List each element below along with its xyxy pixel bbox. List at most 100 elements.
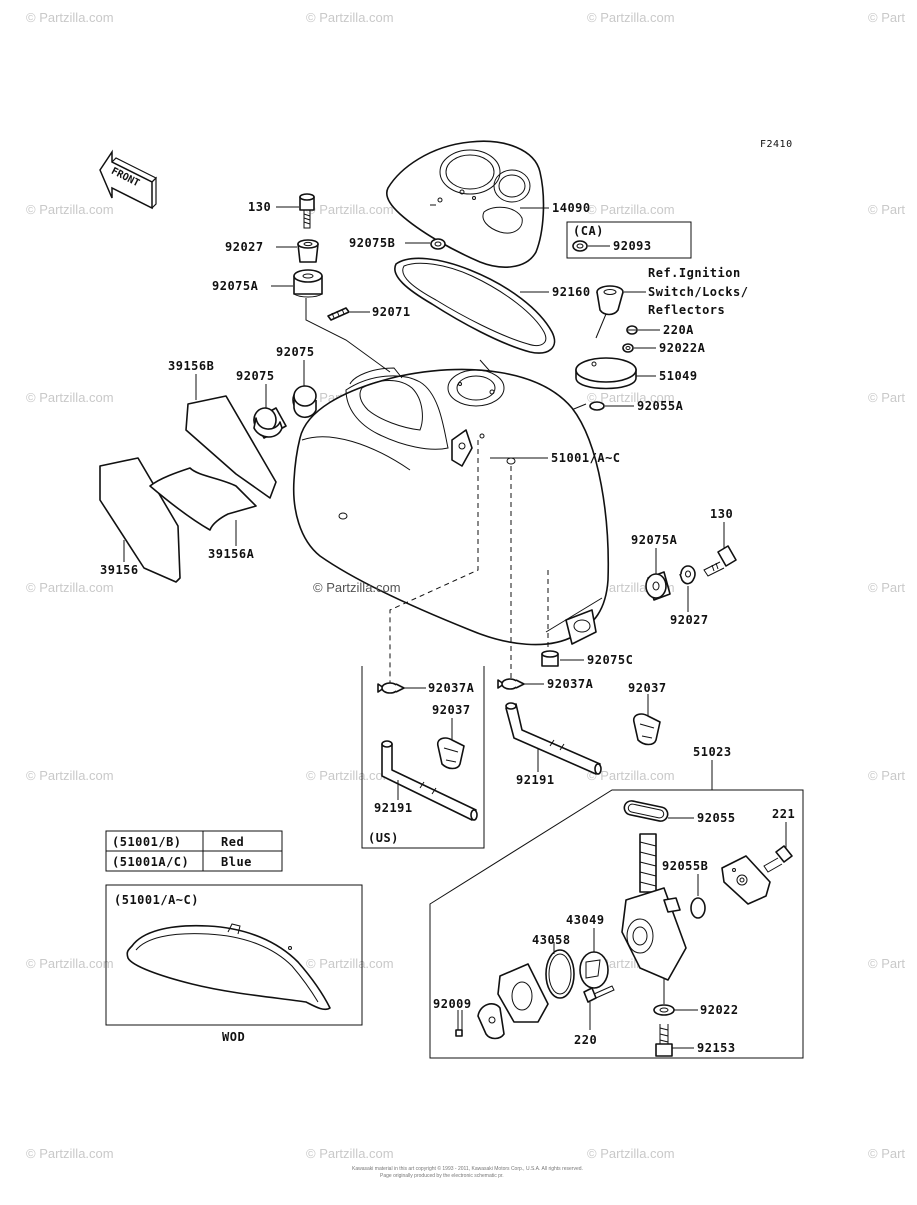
- part-label: 51001/A~C: [551, 451, 621, 465]
- bolt-92153: [655, 1024, 673, 1057]
- cover-plate: [721, 855, 771, 905]
- part-label: 92075A: [212, 279, 259, 293]
- watermark: © Partzilla.com: [26, 956, 114, 971]
- watermark: © Partzilla.com: [26, 1146, 114, 1161]
- watermark: © Partzilla.com: [306, 768, 394, 783]
- watermark: © Part: [868, 956, 905, 971]
- part-label: 92027: [225, 240, 264, 254]
- o-ring-92055a: [589, 401, 605, 411]
- watermark-layer: © Partzilla.com © Partzilla.com © Partzi…: [26, 10, 905, 1161]
- collar-92027: [679, 565, 696, 585]
- part-label: 51049: [659, 369, 698, 383]
- part-label: 14090: [552, 201, 591, 215]
- part-label: 92055: [697, 811, 736, 825]
- watermark: © Partzilla.com: [587, 390, 675, 405]
- fuel-tank-51001: [292, 367, 610, 646]
- part-label: 39156: [100, 563, 139, 577]
- color-table-code: (51001A/C): [112, 855, 189, 869]
- watermark: © Partzilla.com: [26, 10, 114, 25]
- figure-code: F2410: [760, 139, 793, 150]
- part-label: 130: [710, 507, 733, 521]
- watermark: © Partzilla.com: [26, 202, 114, 217]
- color-table: (51001/B) Red (51001A/C) Blue: [105, 830, 283, 872]
- clamp-92037: [632, 713, 661, 746]
- part-label: 92022A: [659, 341, 706, 355]
- part-label: 220A: [663, 323, 694, 337]
- part-label: 92037: [628, 681, 667, 695]
- wod-box: (51001/A~C) WOD: [105, 884, 363, 1044]
- clip-92071: [327, 307, 350, 321]
- us-label: (US): [368, 831, 399, 845]
- part-label: 92037A: [428, 681, 475, 695]
- watermark: © Partzilla.com: [306, 956, 394, 971]
- bolt-130: [703, 545, 737, 577]
- diaphragm-43049: [579, 951, 609, 989]
- part-label: 43049: [566, 913, 605, 927]
- part-label: 130: [248, 200, 271, 214]
- part-label: 92075: [276, 345, 315, 359]
- screw-220a: [626, 325, 638, 335]
- washer-92022a: [622, 343, 634, 353]
- damper-92075: [253, 407, 287, 439]
- part-label: 43058: [532, 933, 571, 947]
- clamp-92037: [436, 737, 465, 770]
- front-arrow-icon: FRONT: [99, 149, 158, 210]
- o-ring-43058: [545, 949, 575, 999]
- fuel-cock-body: [621, 833, 687, 981]
- o-ring-92055b: [690, 897, 706, 919]
- watermark: © Partzilla.com: [306, 202, 394, 217]
- damper-92075a: [645, 571, 671, 601]
- part-label: 221: [772, 807, 795, 821]
- part-label: 92191: [516, 773, 555, 787]
- part-label: 92055A: [637, 399, 684, 413]
- part-label: 92191: [374, 801, 413, 815]
- tube-92191: [505, 702, 602, 775]
- damper-92075: [292, 385, 317, 419]
- damper-92075c: [541, 650, 559, 667]
- lever: [477, 1003, 505, 1040]
- pad-39156a: [149, 467, 257, 531]
- pad-39156b: [185, 395, 277, 499]
- part-label: 92055B: [662, 859, 708, 873]
- color-table-color: Red: [221, 835, 244, 849]
- lever-plate: [497, 963, 549, 1023]
- ignition-switch-icon: [596, 285, 624, 316]
- part-label: 92071: [372, 305, 411, 319]
- gasket-92055: [623, 800, 669, 822]
- watermark: © Part: [868, 10, 905, 25]
- part-label: 51023: [693, 745, 732, 759]
- part-label: 92153: [697, 1041, 736, 1055]
- watermark: © Part: [868, 1146, 905, 1161]
- watermark: © Partzilla.com: [587, 10, 675, 25]
- clamp-92037a: [377, 682, 405, 694]
- screw-92009: [455, 1010, 463, 1037]
- part-label: 92037A: [547, 677, 594, 691]
- part-label: 39156A: [208, 547, 255, 561]
- ca-box: [566, 221, 692, 259]
- nut-92093: [572, 240, 588, 252]
- clamp-92037a: [497, 678, 525, 690]
- part-label: 92037: [432, 703, 471, 717]
- ca-label: (CA): [573, 224, 604, 238]
- ref-note-line: Reflectors: [648, 303, 725, 317]
- screw-220: [583, 985, 615, 1003]
- damper-92075a: [293, 269, 323, 298]
- watermark: © Partzilla.com: [587, 202, 675, 217]
- fuel-cock-box: [429, 789, 804, 1059]
- ref-note-line: Ref.Ignition: [648, 266, 741, 280]
- part-label: 92075C: [587, 653, 633, 667]
- part-label: 92160: [552, 285, 591, 299]
- ref-note-line: Switch/Locks/: [648, 285, 748, 299]
- washer-92075b: [430, 238, 446, 250]
- part-label: 39156B: [168, 359, 214, 373]
- watermark: © Part: [868, 768, 905, 783]
- wod-box-title: (51001/A~C): [114, 893, 199, 907]
- pad-39156: [99, 457, 181, 583]
- watermark: © Partzilla.com: [26, 580, 114, 595]
- wod-label: WOD: [222, 1030, 245, 1044]
- part-label: 220: [574, 1033, 597, 1047]
- part-label: 92027: [670, 613, 709, 627]
- us-box: [361, 666, 485, 849]
- part-label: 92075: [236, 369, 275, 383]
